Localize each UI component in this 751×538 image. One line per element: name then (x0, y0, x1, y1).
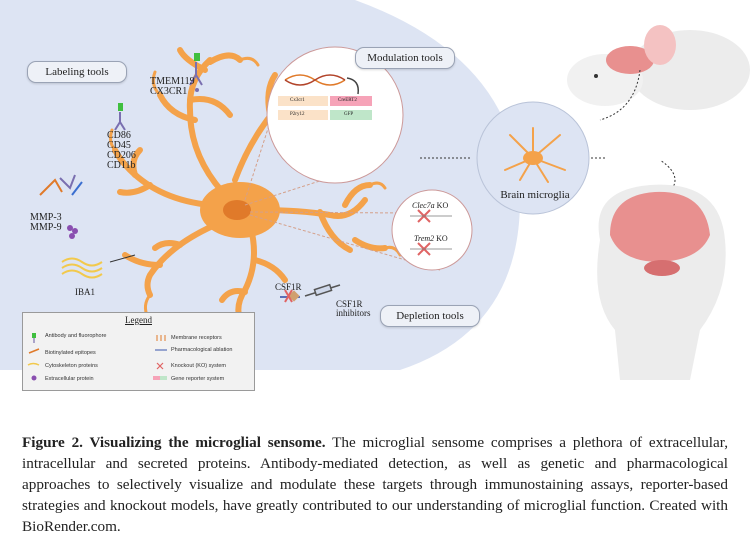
legend-item-cytoskeleton: Cytoskeleton proteins (45, 363, 98, 369)
marker-cd206: CD206 (107, 150, 136, 161)
ko-label-trem2: Trem2 KO (414, 234, 448, 244)
marker-cx3cr1: CX3CR1 (150, 86, 188, 97)
legend-item-antibody: Antibody and fluorophore (45, 333, 107, 339)
legend-item-biotinylated: Biotinylated epitopes (45, 350, 96, 356)
mouse-illustration (567, 25, 750, 110)
legend-item-extracellular: Extracellular protein (45, 376, 94, 382)
ko-zoom-circle (391, 189, 473, 271)
reporter-box-4 (330, 110, 372, 120)
figure-artwork (0, 0, 750, 380)
brain-microglia-label: Brain microglia (500, 189, 570, 201)
legend-item-reporter: Gene reporter system (171, 376, 225, 382)
human-head-illustration (597, 184, 726, 380)
syringe-icon (304, 283, 341, 297)
ko-label-clec7a: Clec7a KO (412, 201, 448, 211)
microglia-cell (112, 47, 388, 323)
dna-icon (284, 74, 360, 95)
depletion-tools-label: Depletion tools (380, 305, 480, 327)
caption-label: Figure 2. Visualizing the microglial sen… (22, 434, 326, 451)
ko-suffix-trem2: KO (434, 234, 448, 243)
reporter-box-2 (330, 96, 372, 106)
marker-mmp3: MMP-3 (30, 212, 62, 223)
csf1r-label: CSF1R (275, 282, 302, 292)
legend-title: Legend (125, 315, 152, 325)
reporter-box-3 (278, 110, 328, 120)
reporter-text-2: CreERT2 (338, 98, 357, 103)
reporter-text-4: GFP (344, 112, 354, 117)
reporter-box-1 (278, 96, 328, 106)
ko-gene-trem2: Trem2 (414, 234, 435, 243)
marker-mmp9: MMP-9 (30, 222, 62, 233)
marker-cd86: CD86 (107, 130, 131, 141)
caption-text: The microglial sensome comprises a pleth… (22, 434, 728, 535)
labeling-tools-label: Labeling tools (27, 61, 127, 83)
legend-item-knockout: Knockout (KO) system (171, 363, 227, 369)
iba1-arrow (109, 254, 136, 263)
extracellular-protein-icon (67, 225, 78, 239)
iba1-label: IBA1 (75, 287, 95, 297)
legend-item-membrane: Membrane receptors (171, 335, 222, 341)
csf1r-inhibitors-label-2: inhibitors (336, 308, 371, 318)
modulation-tools-label: Modulation tools (355, 47, 455, 69)
figure-illustration: Labeling tools Modulation tools Depletio… (0, 0, 750, 391)
cytoskeleton-icon (61, 257, 103, 279)
legend-icons (27, 333, 167, 381)
legend-item-pharmacological: Pharmacological ablation (171, 347, 233, 353)
figure-caption: Figure 2. Visualizing the microglial sen… (22, 432, 728, 537)
ko-suffix-clec7a: KO (434, 201, 449, 210)
antibody-top (189, 62, 203, 86)
microglia-nucleus (223, 200, 251, 220)
antibody-left (114, 112, 126, 131)
legend-box: Legend Antibody and fluorophore Biotinyl… (22, 312, 255, 391)
marker-tmem119: TMEM119 (150, 76, 195, 87)
reporter-text-1: Cx3cr1 (290, 98, 305, 103)
biotinylated-epitopes-icon (39, 174, 83, 196)
csf1r-inhibitors-label-1: CSF1R (336, 299, 363, 309)
marker-cd45: CD45 (107, 140, 131, 151)
ko-gene-clec7a: Clec7a (412, 201, 435, 210)
reporter-text-3: P2ry12 (290, 112, 305, 117)
marker-cd11b: CD11b (107, 160, 136, 171)
